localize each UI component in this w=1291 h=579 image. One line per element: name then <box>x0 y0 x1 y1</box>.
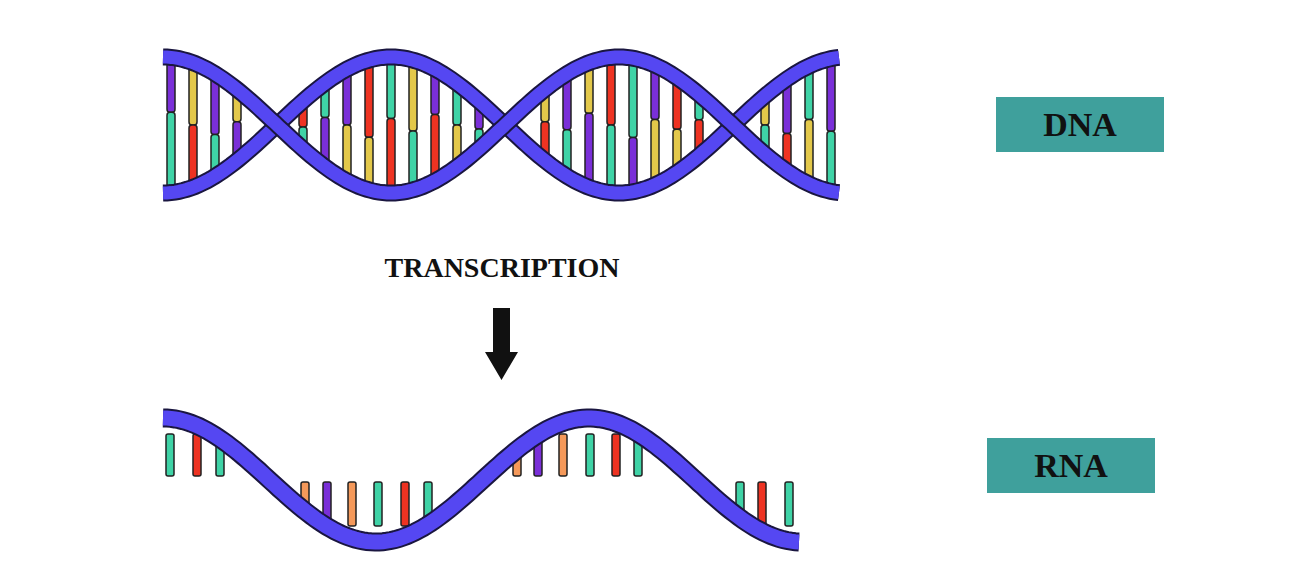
base-stroke <box>805 120 813 180</box>
base-stroke <box>585 67 593 114</box>
base-stroke <box>785 482 793 526</box>
base-stroke <box>827 63 835 132</box>
strand-ribbon <box>163 57 839 193</box>
base-stroke <box>365 64 373 137</box>
base-stroke <box>629 138 637 188</box>
base-stroke <box>805 70 813 119</box>
base-stroke <box>348 482 356 526</box>
base-stroke <box>167 112 175 188</box>
base-stroke <box>629 62 637 137</box>
base-stroke <box>189 67 197 125</box>
strand-outline <box>163 418 799 542</box>
label-box: DNA <box>996 97 1164 152</box>
strand-outline <box>163 57 839 193</box>
box-label: RNA <box>1034 449 1108 483</box>
base-stroke <box>387 119 395 189</box>
base-stroke <box>409 64 417 131</box>
strand-ribbon <box>163 57 839 193</box>
box-label: DNA <box>1043 108 1117 142</box>
base-stroke <box>827 131 835 187</box>
strand-outline <box>163 57 839 193</box>
base-stroke <box>343 73 351 125</box>
rna-strand <box>163 418 799 542</box>
base-stroke <box>607 61 615 125</box>
dna-helix <box>163 57 839 193</box>
base-stroke <box>365 137 373 186</box>
label-box: RNA <box>987 438 1155 493</box>
base-stroke <box>612 434 620 476</box>
base-stroke <box>387 61 395 119</box>
base-stroke <box>607 125 615 189</box>
base-stroke <box>401 482 409 526</box>
base-stroke <box>651 119 659 180</box>
base-stroke <box>651 69 659 119</box>
base-stroke <box>374 482 382 526</box>
base-stroke <box>343 125 351 177</box>
base-stroke <box>189 125 197 183</box>
base-stroke <box>211 78 219 135</box>
base-stroke <box>166 434 174 476</box>
process-arrow <box>485 308 518 380</box>
process-label: TRANSCRIPTION <box>385 254 620 282</box>
base-stroke <box>193 434 201 476</box>
strand-ribbon <box>163 418 799 542</box>
base-stroke <box>585 113 593 183</box>
base-stroke <box>409 131 417 186</box>
base-stroke <box>167 61 175 112</box>
base-stroke <box>559 434 567 476</box>
base-stroke <box>431 115 439 177</box>
base-stroke <box>586 434 594 476</box>
